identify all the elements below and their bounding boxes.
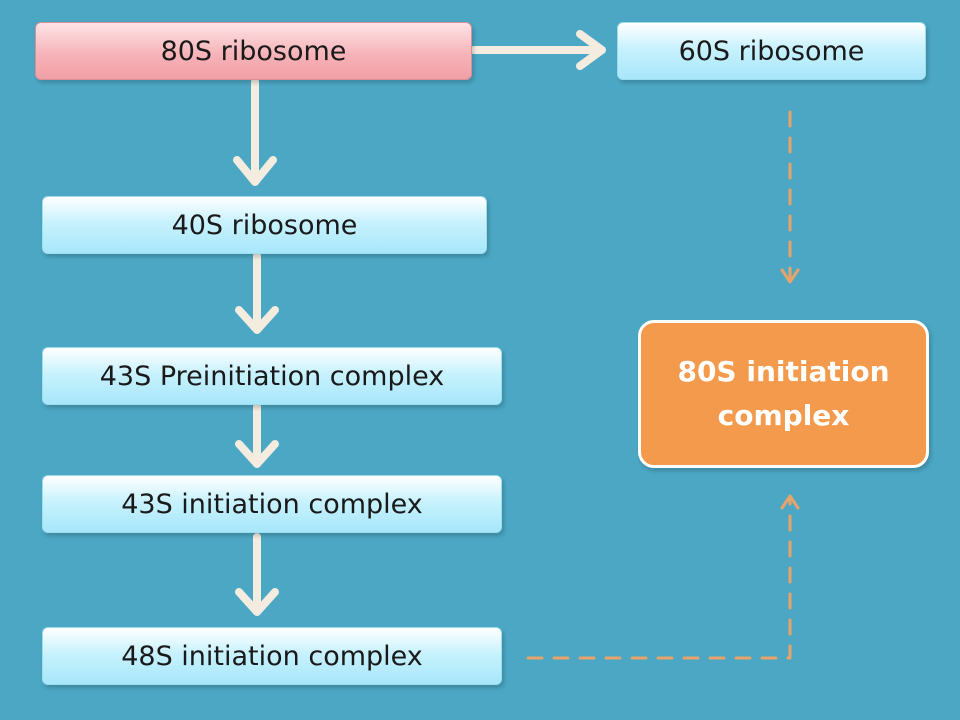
- node-40s-ribosome-label: 40S ribosome: [171, 209, 358, 241]
- node-60s-ribosome: 60S ribosome: [617, 22, 926, 80]
- node-43s-initiation-complex-label: 43S initiation complex: [121, 488, 423, 520]
- node-43s-preinitiation-complex-label: 43S Preinitiation complex: [99, 360, 445, 392]
- node-80s-initiation-label-line1: 80S initiation: [677, 355, 890, 388]
- dashed-arrowhead-48s: [780, 494, 800, 510]
- node-43s-preinitiation-complex: 43S Preinitiation complex: [42, 347, 502, 405]
- arrowhead-43spre-to-43sinit: [235, 440, 279, 468]
- arrowhead-40s-to-43spre: [235, 306, 279, 334]
- node-60s-ribosome-label: 60S ribosome: [678, 35, 865, 67]
- arrowhead-80s-to-60s: [576, 30, 606, 70]
- node-48s-initiation-complex-label: 48S initiation complex: [121, 640, 423, 672]
- node-80s-initiation-label-line2: complex: [717, 399, 850, 432]
- node-40s-ribosome: 40S ribosome: [42, 196, 487, 254]
- node-48s-initiation-complex: 48S initiation complex: [42, 627, 502, 685]
- node-80s-ribosome-label: 80S ribosome: [160, 35, 347, 67]
- dashed-arrowhead-60s: [780, 268, 800, 284]
- node-80s-ribosome: 80S ribosome: [35, 22, 472, 80]
- dashed-arrow-48s-to-80sinit: [526, 498, 792, 660]
- arrowhead-80s-to-40s: [233, 156, 277, 186]
- node-80s-initiation-complex: 80S initiation complex: [638, 320, 929, 468]
- node-43s-initiation-complex: 43S initiation complex: [42, 475, 502, 533]
- arrowhead-43sinit-to-48sinit: [235, 588, 279, 616]
